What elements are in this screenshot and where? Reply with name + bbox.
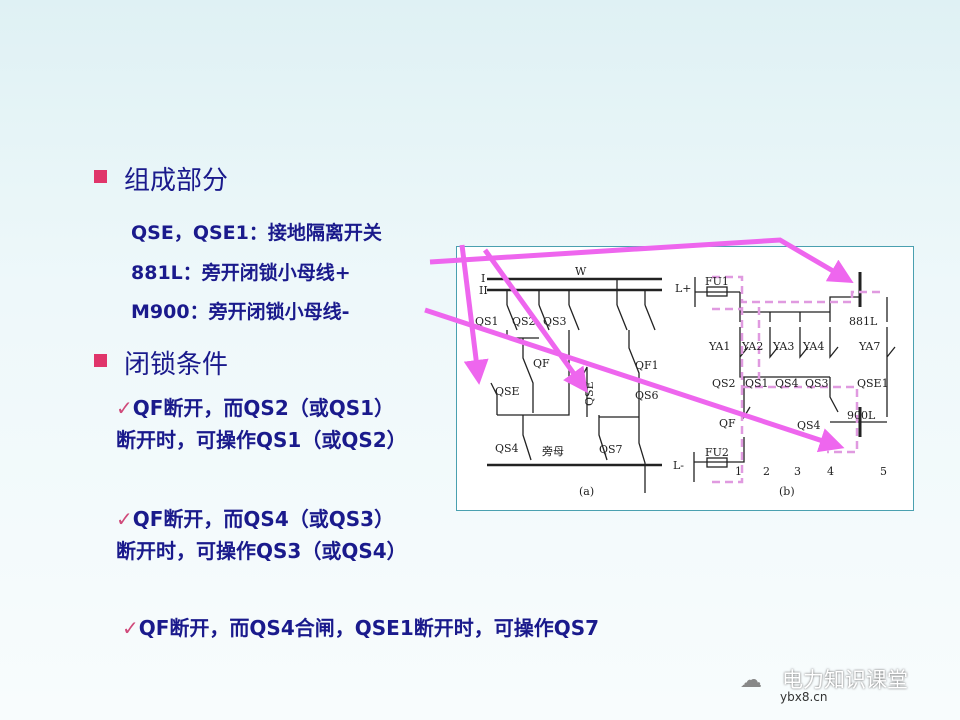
svg-text:QS1: QS1 bbox=[745, 377, 769, 390]
svg-text:L-: L- bbox=[673, 459, 684, 472]
svg-text:900L: 900L bbox=[847, 409, 876, 422]
condition-item: ✓QF断开，而QS4（或QS3）断开时，可操作QS3（或QS4） bbox=[116, 507, 407, 563]
arrow-900l bbox=[424, 307, 845, 453]
svg-text:QS4: QS4 bbox=[797, 419, 821, 432]
svg-text:QS7: QS7 bbox=[599, 443, 623, 456]
svg-text:QS3: QS3 bbox=[543, 315, 567, 328]
svg-text:2: 2 bbox=[763, 465, 770, 478]
svg-text:YA2: YA2 bbox=[741, 340, 763, 353]
svg-text:QSE: QSE bbox=[495, 385, 520, 398]
svg-text:QS4: QS4 bbox=[495, 442, 519, 455]
svg-text:旁母: 旁母 bbox=[542, 444, 564, 458]
svg-text:(a): (a) bbox=[579, 485, 594, 498]
svg-text:QS2: QS2 bbox=[712, 377, 736, 390]
svg-text:QSE1: QSE1 bbox=[857, 377, 889, 390]
svg-text:QS3: QS3 bbox=[805, 377, 829, 390]
svg-text:YA3: YA3 bbox=[772, 340, 794, 353]
svg-text:QS6: QS6 bbox=[635, 389, 659, 402]
component-item: QSE，QSE1：接地隔离开关 bbox=[131, 222, 382, 244]
component-item: M900：旁开闭锁小母线- bbox=[131, 301, 350, 323]
condition-item: ✓QF断开，而QS4合闸，QSE1断开时，可操作QS7 bbox=[122, 616, 600, 640]
svg-text:FU1: FU1 bbox=[705, 275, 729, 288]
svg-text:881L: 881L bbox=[849, 315, 878, 328]
svg-text:I: I bbox=[481, 272, 485, 285]
section-heading-interlock: 闭锁条件 bbox=[124, 350, 229, 380]
check-icon: ✓ bbox=[122, 616, 139, 640]
svg-text:QS2: QS2 bbox=[512, 315, 536, 328]
interlock-circuit-diagram: W I II QS1 QS2 QS3 QF QF1 QSE QS6 QS4 QS… bbox=[456, 246, 914, 511]
svg-text:QS4: QS4 bbox=[775, 377, 799, 390]
wechat-icon: ☁ bbox=[740, 668, 762, 693]
section-heading-composition: 组成部分 bbox=[124, 166, 229, 196]
svg-text:QF1: QF1 bbox=[635, 359, 659, 372]
svg-text:YA1: YA1 bbox=[708, 340, 730, 353]
bullet-icon bbox=[94, 354, 107, 367]
svg-text:FU2: FU2 bbox=[705, 446, 729, 459]
svg-text:5: 5 bbox=[880, 465, 887, 478]
bullet-icon bbox=[94, 170, 107, 183]
svg-text:QS1: QS1 bbox=[475, 315, 499, 328]
arrow-qse bbox=[459, 244, 489, 385]
svg-text:4: 4 bbox=[827, 465, 834, 478]
component-item: 881L：旁开闭锁小母线+ bbox=[131, 262, 351, 284]
condition-item: ✓QF断开，而QS2（或QS1）断开时，可操作QS1（或QS2） bbox=[116, 396, 407, 452]
svg-text:3: 3 bbox=[794, 465, 801, 478]
svg-text:II: II bbox=[479, 284, 488, 297]
svg-text:(b): (b) bbox=[779, 485, 795, 498]
check-icon: ✓ bbox=[116, 396, 133, 420]
svg-text:1: 1 bbox=[735, 465, 742, 478]
arrow-qse-2 bbox=[482, 248, 588, 394]
arrow-881l bbox=[429, 237, 854, 284]
svg-text:W: W bbox=[575, 265, 587, 278]
svg-text:YA4: YA4 bbox=[802, 340, 824, 353]
svg-text:QF: QF bbox=[533, 357, 550, 370]
check-icon: ✓ bbox=[116, 507, 133, 531]
svg-text:L+: L+ bbox=[675, 282, 692, 295]
svg-text:QF: QF bbox=[719, 417, 736, 430]
svg-text:YA7: YA7 bbox=[858, 340, 880, 353]
